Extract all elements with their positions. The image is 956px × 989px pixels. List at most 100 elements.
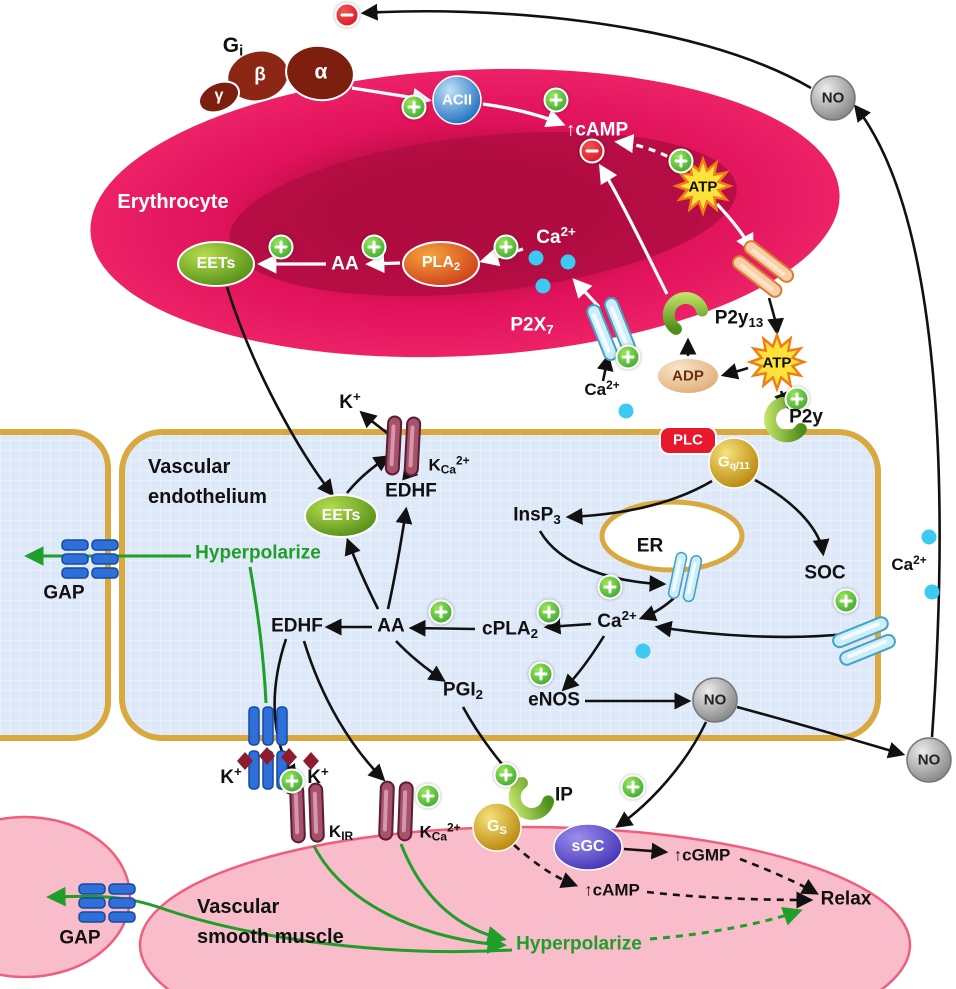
enos-label: eNOS [528, 689, 580, 711]
stimulation-icon [428, 599, 454, 625]
ca-erythrocyte-label: Ca2+ [536, 224, 576, 248]
stimulation-icon [615, 344, 641, 370]
arrow-no-up-right [853, 104, 941, 738]
stimulation-icon [668, 148, 694, 174]
endothelium-title: Vascular endothelium [148, 456, 267, 508]
eets-endothelium-label: EETs [321, 507, 361, 524]
inhibition-icon [579, 138, 605, 164]
arrow-edhf-to-kca-sm [302, 640, 386, 782]
arrow-gq-to-insp3 [565, 479, 713, 525]
ca-endothelium-label: Ca2+ [597, 608, 637, 632]
soc-label: SOC [804, 562, 846, 584]
no-top-label: NO [821, 89, 845, 107]
arrow-kir-hyperpolarize [312, 845, 507, 954]
arrow-p2x7-ca-influx [572, 278, 601, 309]
arrow-ca-to-enos [561, 635, 606, 692]
arrow-ca-to-cpla2 [543, 617, 592, 635]
smooth-muscle-title: Vascular smooth muscle [197, 896, 344, 948]
stimulation-icon [833, 588, 859, 614]
pla2-oval [402, 241, 480, 287]
plc-box [659, 426, 717, 455]
arrow-sgc-to-cgmp [623, 842, 669, 860]
arrow-no-to-sgc [615, 721, 708, 828]
atp-extracellular-label: ATP [762, 354, 792, 372]
stimulation-icon [784, 386, 810, 412]
no-endothelium-label: NO [703, 691, 727, 709]
arrow-gs-to-camp [513, 844, 579, 888]
gq11-sphere [708, 437, 760, 489]
acii-label: ACII [442, 91, 472, 109]
no-sphere-endothelium [692, 677, 738, 723]
arrow-no-diffuses-out [736, 705, 906, 759]
gap-endothelium-label: GAP [43, 582, 85, 604]
arrow-p2y13-inhibits-camp [598, 163, 669, 295]
p2y-label: P2y [789, 406, 823, 428]
adp-oval [656, 357, 720, 395]
arrow-aa-to-eets-endo [344, 537, 380, 610]
g-alpha-subunit [285, 44, 355, 102]
kca-smooth-muscle-label: KCa2+ [419, 820, 461, 844]
kca-channel-smooth-muscle [378, 781, 414, 841]
arrow-camp-to-relax [646, 890, 814, 909]
kir-label: KIR [328, 822, 354, 844]
sgc-label: sGC [571, 838, 605, 855]
atp-intracellular-label: ATP [688, 178, 718, 196]
gs-label: GS [487, 818, 507, 837]
p2x7-label: P2X7 [510, 314, 554, 338]
no-right-label: NO [917, 751, 941, 769]
stimulation-icon [268, 234, 294, 260]
stimulation-icon [279, 768, 305, 794]
kca-endothelium-label: KCa2+ [428, 453, 470, 477]
insp3-label: InsP3 [513, 504, 561, 528]
arrow-hyperpolarize-through-gap-bottom [46, 886, 513, 954]
arrow-insp3-to-er [538, 530, 667, 592]
er-organelle [599, 499, 745, 573]
camp-erythrocyte-label: ↑cAMP [565, 119, 629, 141]
g-alpha-label: α [314, 60, 328, 84]
gq11-label: Gq/11 [717, 453, 751, 473]
g-gamma-label: γ [214, 87, 224, 104]
no-sphere-top [810, 75, 856, 121]
adp-label: ADP [672, 367, 704, 385]
stimulation-icon [528, 661, 554, 687]
stimulation-icon [493, 762, 519, 788]
eets-oval-endothelium [304, 494, 378, 538]
arrow-soc-ca-entry [654, 620, 846, 639]
arrow-cpla2-to-aa [408, 619, 476, 637]
hyperpolarize-smooth-muscle-label: Hyperpolarize [516, 933, 642, 955]
smooth-muscle-cell [138, 825, 912, 989]
aa-endothelium-label: AA [377, 615, 405, 637]
stimulation-icon [401, 94, 427, 120]
arrow-kca-hyperpolarize [399, 843, 507, 946]
arrow-edhf-to-kir [273, 638, 297, 782]
stimulation-icon [620, 774, 646, 800]
endothelium-cell-left [0, 429, 111, 741]
er-label: ER [636, 535, 664, 557]
stimulation-icon [536, 599, 562, 625]
sgc-oval [553, 823, 623, 871]
stimulation-icon [597, 574, 623, 600]
cgmp-label: ↑cGMP [673, 845, 731, 865]
arrow-atp-to-camp-dashed [614, 133, 691, 171]
g-gamma-subunit [197, 80, 241, 114]
stimulation-icon [361, 234, 387, 260]
erythrocyte-title: Erythrocyte [117, 191, 229, 213]
aa-erythrocyte-label: AA [331, 253, 359, 275]
k-left-label: K+ [220, 764, 242, 788]
stimulation-icon [543, 87, 569, 113]
ca-entry-label: Ca2+ [584, 378, 620, 399]
arrow-caout-to-p2x7 [596, 353, 614, 382]
ip-label: IP [555, 784, 573, 806]
gs-sphere [472, 802, 522, 852]
pgi2-label: PGI2 [442, 679, 484, 703]
cpla2-label: cPLA2 [482, 618, 538, 642]
arrow-atp-to-adp [720, 363, 749, 380]
gap-smooth-muscle-label: GAP [59, 927, 101, 949]
g-beta-label: β [254, 64, 266, 86]
arrow-eets-export [225, 286, 335, 497]
calcium-dots [528, 250, 940, 659]
edhf-label: EDHF [271, 615, 323, 637]
acii-sphere [432, 75, 482, 125]
plc-label: PLC [673, 431, 703, 449]
